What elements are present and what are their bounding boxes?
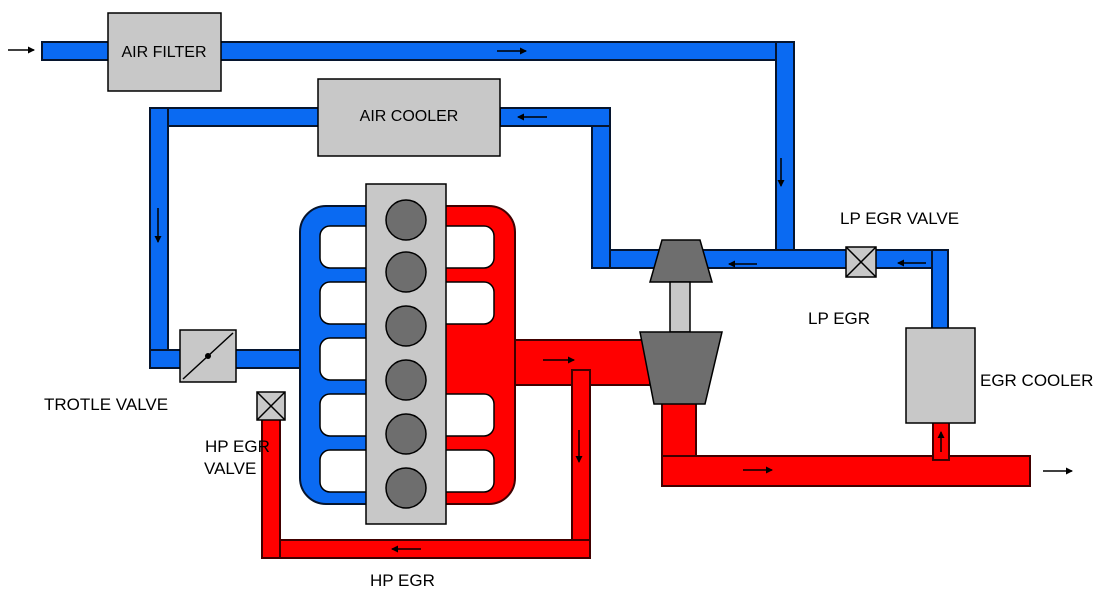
air-filter-label: AIR FILTER [121,44,206,61]
intake-air-pipes [41,41,949,369]
hp-egr-label: HP EGR [370,571,435,590]
lp-egr-valve [845,246,877,278]
cylinder [385,251,427,293]
compressor [649,239,713,283]
exhaust-pipes [261,339,1031,559]
hp-egr-valve-label-line1: HP EGR [205,437,270,456]
egr-cooler-label: EGR COOLER [980,371,1093,390]
lp-egr-label: LP EGR [808,309,870,328]
air-filter: AIR FILTER [107,12,222,92]
turbocharger [639,239,723,405]
turbo-shaft [669,281,691,333]
throttle-valve [179,329,237,383]
engine-block [365,183,447,525]
flow-arrows [8,46,1073,553]
air-cooler: AIR COOLER [317,78,501,157]
turbine [639,331,723,405]
air-cooler-label: AIR COOLER [360,108,459,125]
cylinder [385,413,427,455]
cylinder [385,467,427,509]
egr-cooler [905,327,976,424]
hp-egr-valve-label-line2: VALVE [204,459,256,478]
cylinder [385,305,427,347]
lp-egr-valve-label: LP EGR VALVE [840,209,959,228]
throttle-valve-label: TROTLE VALVE [44,395,168,414]
cylinder [385,199,427,241]
cylinder [385,359,427,401]
hp-egr-valve [256,391,286,421]
